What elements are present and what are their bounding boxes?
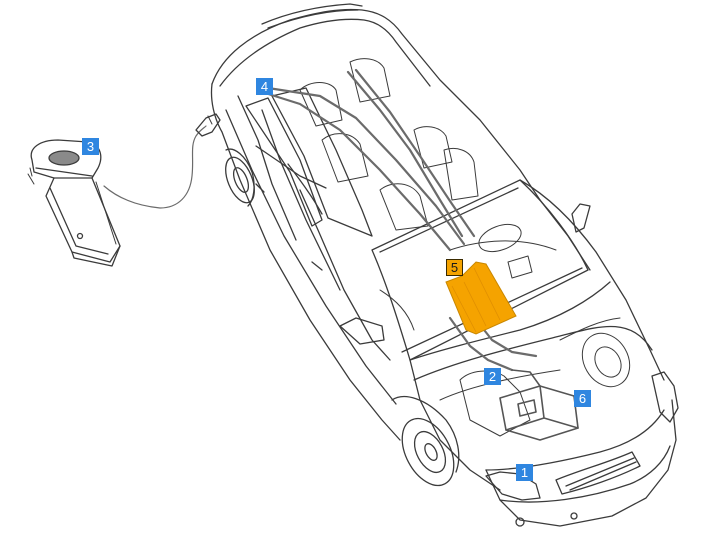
hv-battery-highlight bbox=[445, 261, 517, 335]
charging-plug-icon bbox=[195, 113, 221, 137]
car-body bbox=[210, 3, 679, 527]
callout-1: 1 bbox=[516, 464, 533, 481]
charging-cable bbox=[103, 125, 207, 209]
callout-3: 3 bbox=[82, 138, 99, 155]
hv-cable-run bbox=[260, 68, 538, 372]
callout-5: 5 bbox=[446, 259, 463, 276]
callout-6: 6 bbox=[574, 390, 591, 407]
callout-4: 4 bbox=[256, 78, 273, 95]
callout-2: 2 bbox=[484, 368, 501, 385]
wallbox-charger-icon bbox=[27, 139, 121, 267]
onboard-charger-unit bbox=[499, 369, 579, 441]
